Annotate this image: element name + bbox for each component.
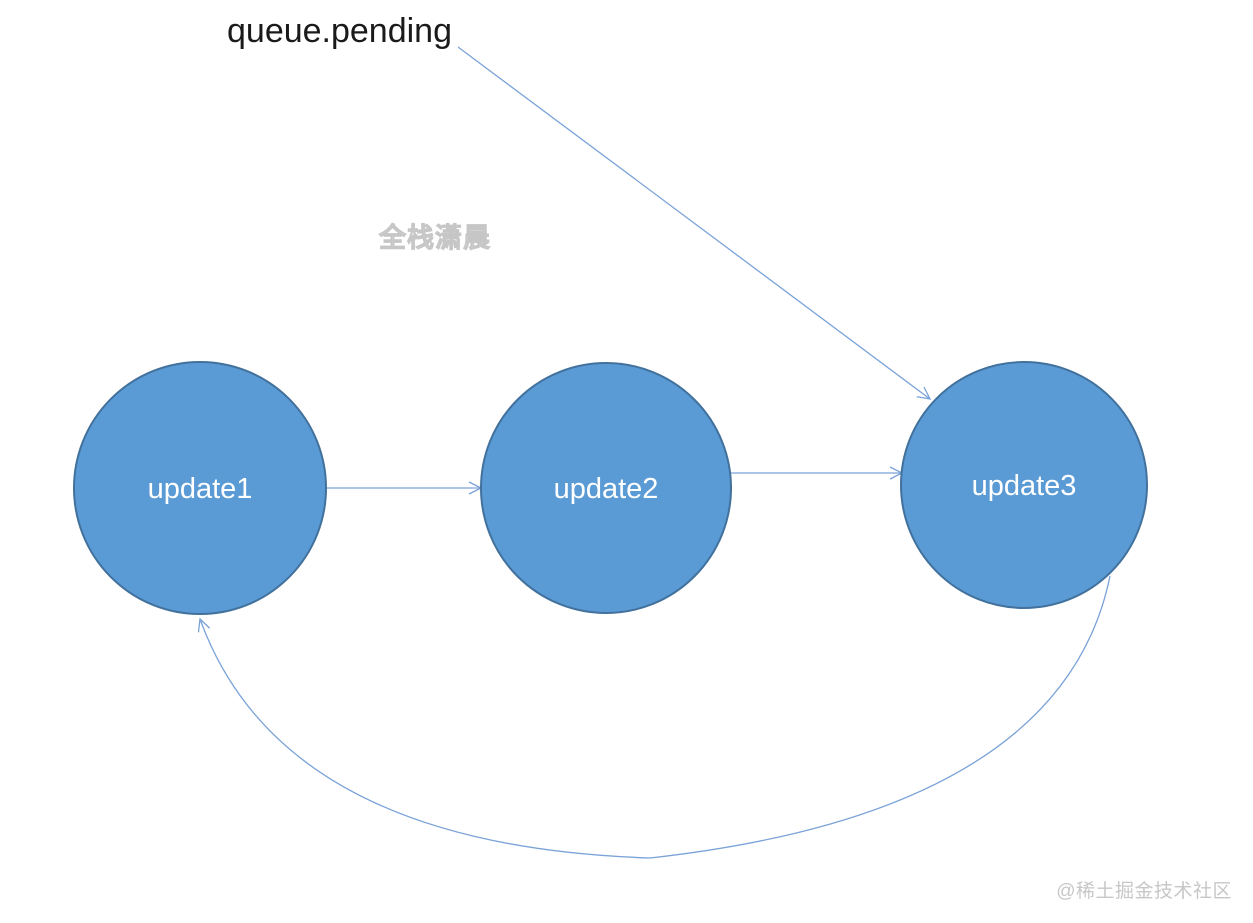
node-circle-update1 [73,361,327,615]
node-circle-update2 [480,362,732,614]
node-update3: update3 [900,361,1148,609]
edge-update3-update1-return [197,575,1111,859]
node-update2: update2 [480,362,732,614]
node-label-update2: update2 [554,473,659,505]
node-label-update1: update1 [148,473,253,505]
node-label-update3: update3 [972,470,1077,502]
watermark-bottom-right: @稀土掘金技术社区 [1056,880,1232,902]
node-circle-update3 [900,361,1148,609]
queue-pending-label: queue.pending [227,12,452,50]
edge-queuepending-update3 [457,46,932,400]
node-update1: update1 [73,361,327,615]
watermark-center: 全栈潇晨 [378,222,491,253]
